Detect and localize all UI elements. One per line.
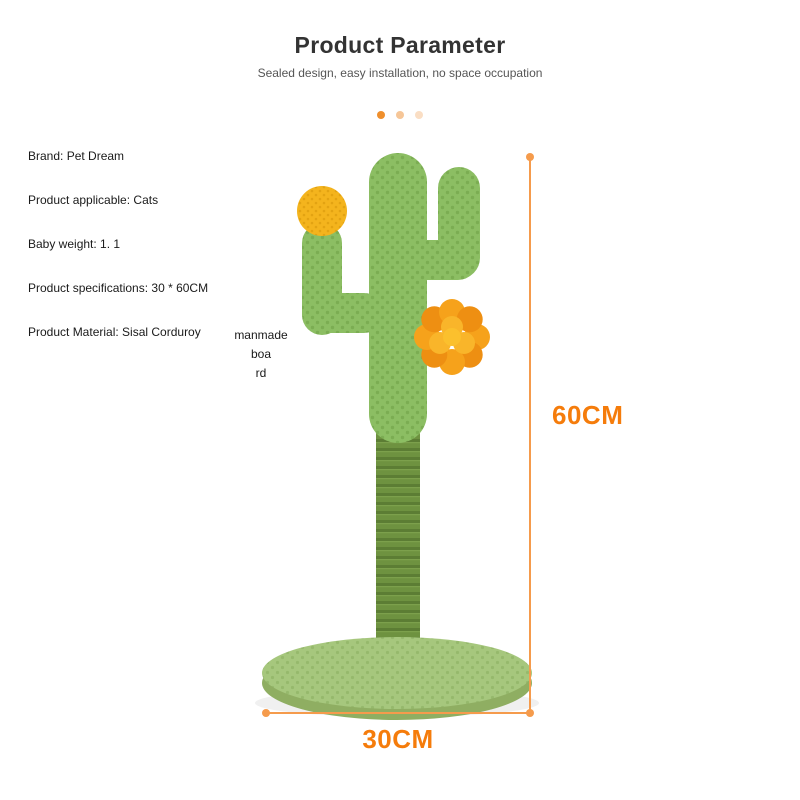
sisal-pole bbox=[376, 428, 420, 673]
width-label: 30CM bbox=[0, 724, 800, 755]
carousel-dots bbox=[0, 111, 800, 119]
carousel-dot bbox=[415, 111, 423, 119]
spec-list: Brand: Pet Dream Product applicable: Cat… bbox=[28, 148, 208, 368]
height-label: 60CM bbox=[552, 400, 624, 430]
height-line-top-dot bbox=[526, 153, 534, 161]
base-top bbox=[262, 637, 532, 709]
dimension-corner-dot bbox=[526, 709, 534, 717]
carousel-dot-active bbox=[377, 111, 385, 119]
spec-specifications: Product specifications: 30 * 60CM bbox=[28, 281, 209, 295]
pom-ball bbox=[297, 186, 347, 236]
flower bbox=[414, 299, 490, 375]
width-dimension-line bbox=[266, 712, 530, 714]
spec-applicable: Product applicable: Cats bbox=[28, 193, 159, 207]
material-note-line1: manmade boa bbox=[234, 328, 288, 361]
carousel-dot bbox=[396, 111, 404, 119]
height-dimension-line bbox=[529, 157, 531, 713]
page-subtitle: Sealed design, easy installation, no spa… bbox=[257, 66, 543, 80]
cactus-left-arm-vertical bbox=[302, 223, 342, 335]
cactus-right-arm-vertical bbox=[438, 167, 480, 279]
spec-weight: Baby weight: 1. 1 bbox=[28, 237, 121, 251]
width-label-text: 30CM bbox=[362, 724, 434, 754]
cactus-trunk bbox=[369, 153, 427, 443]
page-title: Product Parameter bbox=[294, 32, 506, 58]
width-line-left-dot bbox=[262, 709, 270, 717]
material-note-line2: rd bbox=[255, 366, 267, 380]
spec-brand: Brand: Pet Dream bbox=[28, 149, 125, 163]
spec-material: Product Material: Sisal Corduroy bbox=[28, 325, 201, 339]
material-note: manmade boa rd bbox=[228, 326, 294, 383]
product-image bbox=[255, 153, 539, 720]
